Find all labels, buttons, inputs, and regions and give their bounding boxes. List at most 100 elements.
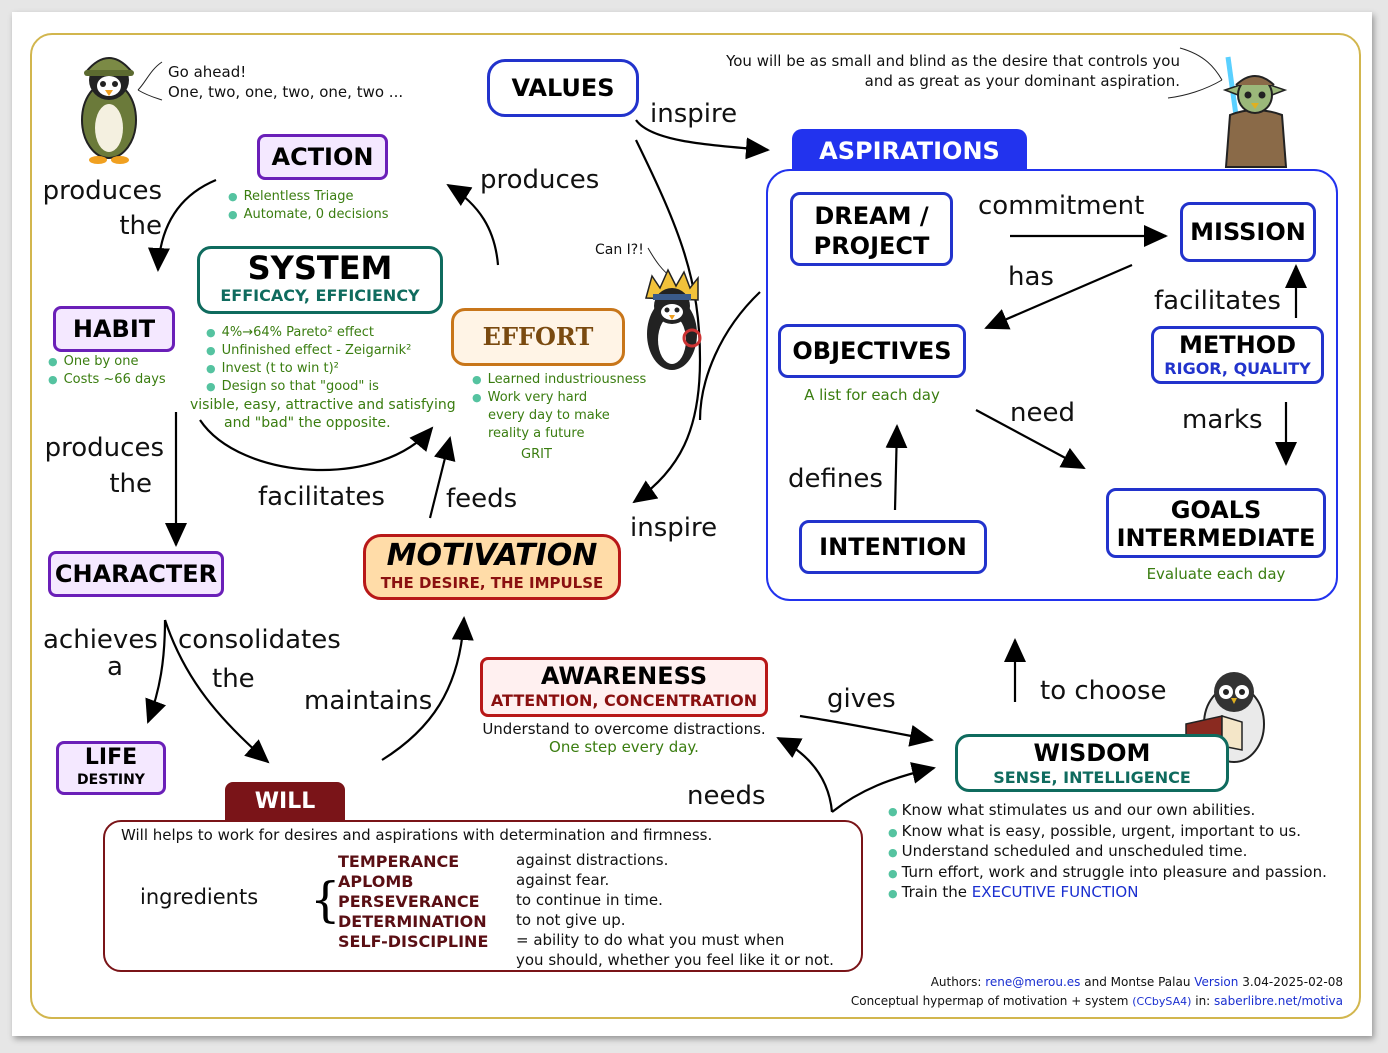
will-box: [103, 820, 863, 972]
system-note: Invest (t to win t)²: [206, 360, 411, 378]
intention-node: INTENTION: [799, 520, 987, 574]
aspirations-panel: [766, 169, 1338, 601]
footer-line-1: Authors: rene@merou.es and Montse Palau …: [760, 973, 1343, 992]
yoda-quote-line-2: and as great as your dominant aspiration…: [864, 72, 1180, 90]
footer-site-link[interactable]: saberlibre.net/motiva: [1214, 994, 1343, 1008]
awareness-subtitle: ATTENTION, CONCENTRATION: [490, 691, 758, 710]
link-label-has: has: [1008, 262, 1054, 292]
system-notes: 4%→64% Pareto² effect Unfinished effect …: [206, 324, 412, 396]
penguin-quote-line-2: One, two, one, two, one, two ...: [168, 83, 404, 101]
link-label-the-3: the: [212, 664, 255, 694]
action-node: ACTION: [257, 134, 388, 180]
ingredient-item: APLOMB: [338, 872, 414, 891]
page-frame: [30, 33, 1361, 1019]
awareness-notes: Understand to overcome distractions. One…: [470, 720, 778, 756]
mission-node: MISSION: [1180, 202, 1316, 262]
footer-email-link[interactable]: rene@merou.es: [985, 975, 1081, 989]
ingredient-item: PERSEVERANCE: [338, 892, 480, 911]
goals-line-2: INTERMEDIATE: [1116, 524, 1316, 552]
ingredient-description: to continue in time.: [516, 891, 663, 909]
dream-project-node: DREAM / PROJECT: [790, 192, 953, 266]
link-label-gives: gives: [827, 684, 896, 714]
arrow-system-effort: [199, 419, 434, 472]
arrow-awareness-wisdom: [799, 714, 934, 747]
arrow-mission-objectives: [984, 263, 1133, 330]
system-note: 4%→64% Pareto² effect: [206, 324, 411, 342]
values-label: VALUES: [511, 74, 615, 102]
goals-node: GOALS INTERMEDIATE: [1106, 488, 1326, 558]
wisdom-note: Know what is easy, possible, urgent, imp…: [888, 822, 1327, 843]
goals-line-1: GOALS: [1170, 496, 1262, 524]
penguin-quote-line-1: Go ahead!: [168, 63, 247, 81]
habit-note: One by one: [48, 353, 166, 371]
link-label-commitment: commitment: [978, 191, 1145, 221]
arrow-motivation-effort: [428, 436, 456, 519]
effort-note: Learned industriousness: [472, 371, 647, 389]
action-notes: Relentless Triage Automate, 0 decisions: [228, 188, 389, 224]
link-label-the: the: [119, 211, 162, 241]
effort-note-cont: every day to make: [488, 408, 610, 423]
awareness-title: AWARENESS: [540, 662, 708, 690]
arrow-character-will: [163, 619, 270, 764]
ingredient-item: DETERMINATION: [338, 912, 487, 931]
wisdom-note: Know what stimulates us and our own abil…: [888, 801, 1327, 822]
naruto-penguin-icon: [645, 268, 702, 370]
arrow-intention-objectives: [885, 424, 908, 511]
footer-authors-prefix: Authors:: [930, 975, 986, 989]
objectives-node: OBJECTIVES: [778, 324, 966, 378]
naruto-quote: Can I?!: [595, 242, 644, 258]
footer-line2-prefix: Conceptual hypermap of motivation + syst…: [850, 994, 1133, 1008]
intention-label: INTENTION: [819, 533, 967, 561]
link-label-consolidates: consolidates: [178, 625, 341, 655]
ingredients-list: TEMPERANCE APLOMB PERSEVERANCE DETERMINA…: [338, 852, 488, 952]
ingredient-item: TEMPERANCE: [338, 852, 460, 871]
effort-note: Work very hard: [472, 389, 646, 407]
system-note: Design so that "good" is: [206, 378, 411, 396]
link-label-maintains: maintains: [304, 686, 433, 716]
life-node: LIFE DESTINY: [56, 741, 166, 795]
footer-line2-mid: in:: [1191, 994, 1215, 1008]
link-label-marks: marks: [1182, 405, 1263, 435]
penguin-quote: Go ahead! One, two, one, two, one, two .…: [168, 62, 403, 102]
arrow-objectives-goals: [975, 409, 1086, 469]
motivation-title: MOTIVATION: [386, 538, 598, 573]
executive-function-link[interactable]: EXECUTIVE FUNCTION: [971, 883, 1139, 901]
arrow-action-habit: [147, 178, 217, 272]
ingredient-description: against fear.: [516, 871, 610, 889]
footer-license-link[interactable]: (CCbySA4): [1132, 995, 1192, 1008]
habit-label: HABIT: [72, 315, 156, 343]
link-label-produces: produces: [42, 176, 162, 206]
link-label-facilitates-asp: facilitates: [1154, 286, 1281, 316]
objectives-note: A list for each day: [804, 386, 940, 404]
link-label-inspire-mid: inspire: [630, 513, 718, 543]
arrow-effort-action: [446, 183, 500, 266]
system-note: Unfinished effect - Zeigarnik²: [206, 342, 412, 360]
link-label-produces-2: produces: [44, 433, 164, 463]
values-node: VALUES: [487, 59, 639, 117]
system-notes-cont: visible, easy, attractive and satisfying…: [190, 396, 456, 432]
will-intro: Will helps to work for desires and aspir…: [121, 826, 713, 844]
awareness-node: AWARENESS ATTENTION, CONCENTRATION: [480, 657, 768, 717]
system-note-cont: visible, easy, attractive and satisfying: [190, 397, 456, 413]
ingredients-descriptions: against distractions. against fear. to c…: [516, 850, 834, 970]
footer-version-label: Version: [1194, 975, 1239, 989]
arrow-needs-awareness: [776, 737, 834, 813]
wisdom-note-prefix: Train the: [901, 883, 972, 901]
habit-notes: One by one Costs ~66 days: [48, 353, 166, 389]
dream-line-2: PROJECT: [813, 232, 930, 260]
wisdom-note: Understand scheduled and unscheduled tim…: [888, 842, 1327, 863]
arrow-character-life: [145, 619, 167, 724]
dream-line-1: DREAM /: [814, 202, 929, 230]
will-label: WILL: [254, 789, 316, 814]
arrow-needs-wisdom: [831, 762, 936, 813]
effort-node: EFFORT: [451, 308, 625, 366]
ingredient-description: = ability to do what you must when: [516, 931, 785, 949]
aspirations-label: ASPIRATIONS: [819, 137, 1000, 165]
yoda-icon: [1222, 56, 1288, 168]
wisdom-note: Train the EXECUTIVE FUNCTION: [888, 883, 1327, 904]
system-node: SYSTEM EFFICACY, EFFICIENCY: [197, 246, 443, 314]
footer: Authors: rene@merou.es and Montse Palau …: [760, 973, 1343, 1011]
system-subtitle: EFFICACY, EFFICIENCY: [220, 286, 420, 305]
motivation-node: MOTIVATION THE DESIRE, THE IMPULSE: [363, 534, 621, 600]
mission-label: MISSION: [1190, 218, 1306, 246]
